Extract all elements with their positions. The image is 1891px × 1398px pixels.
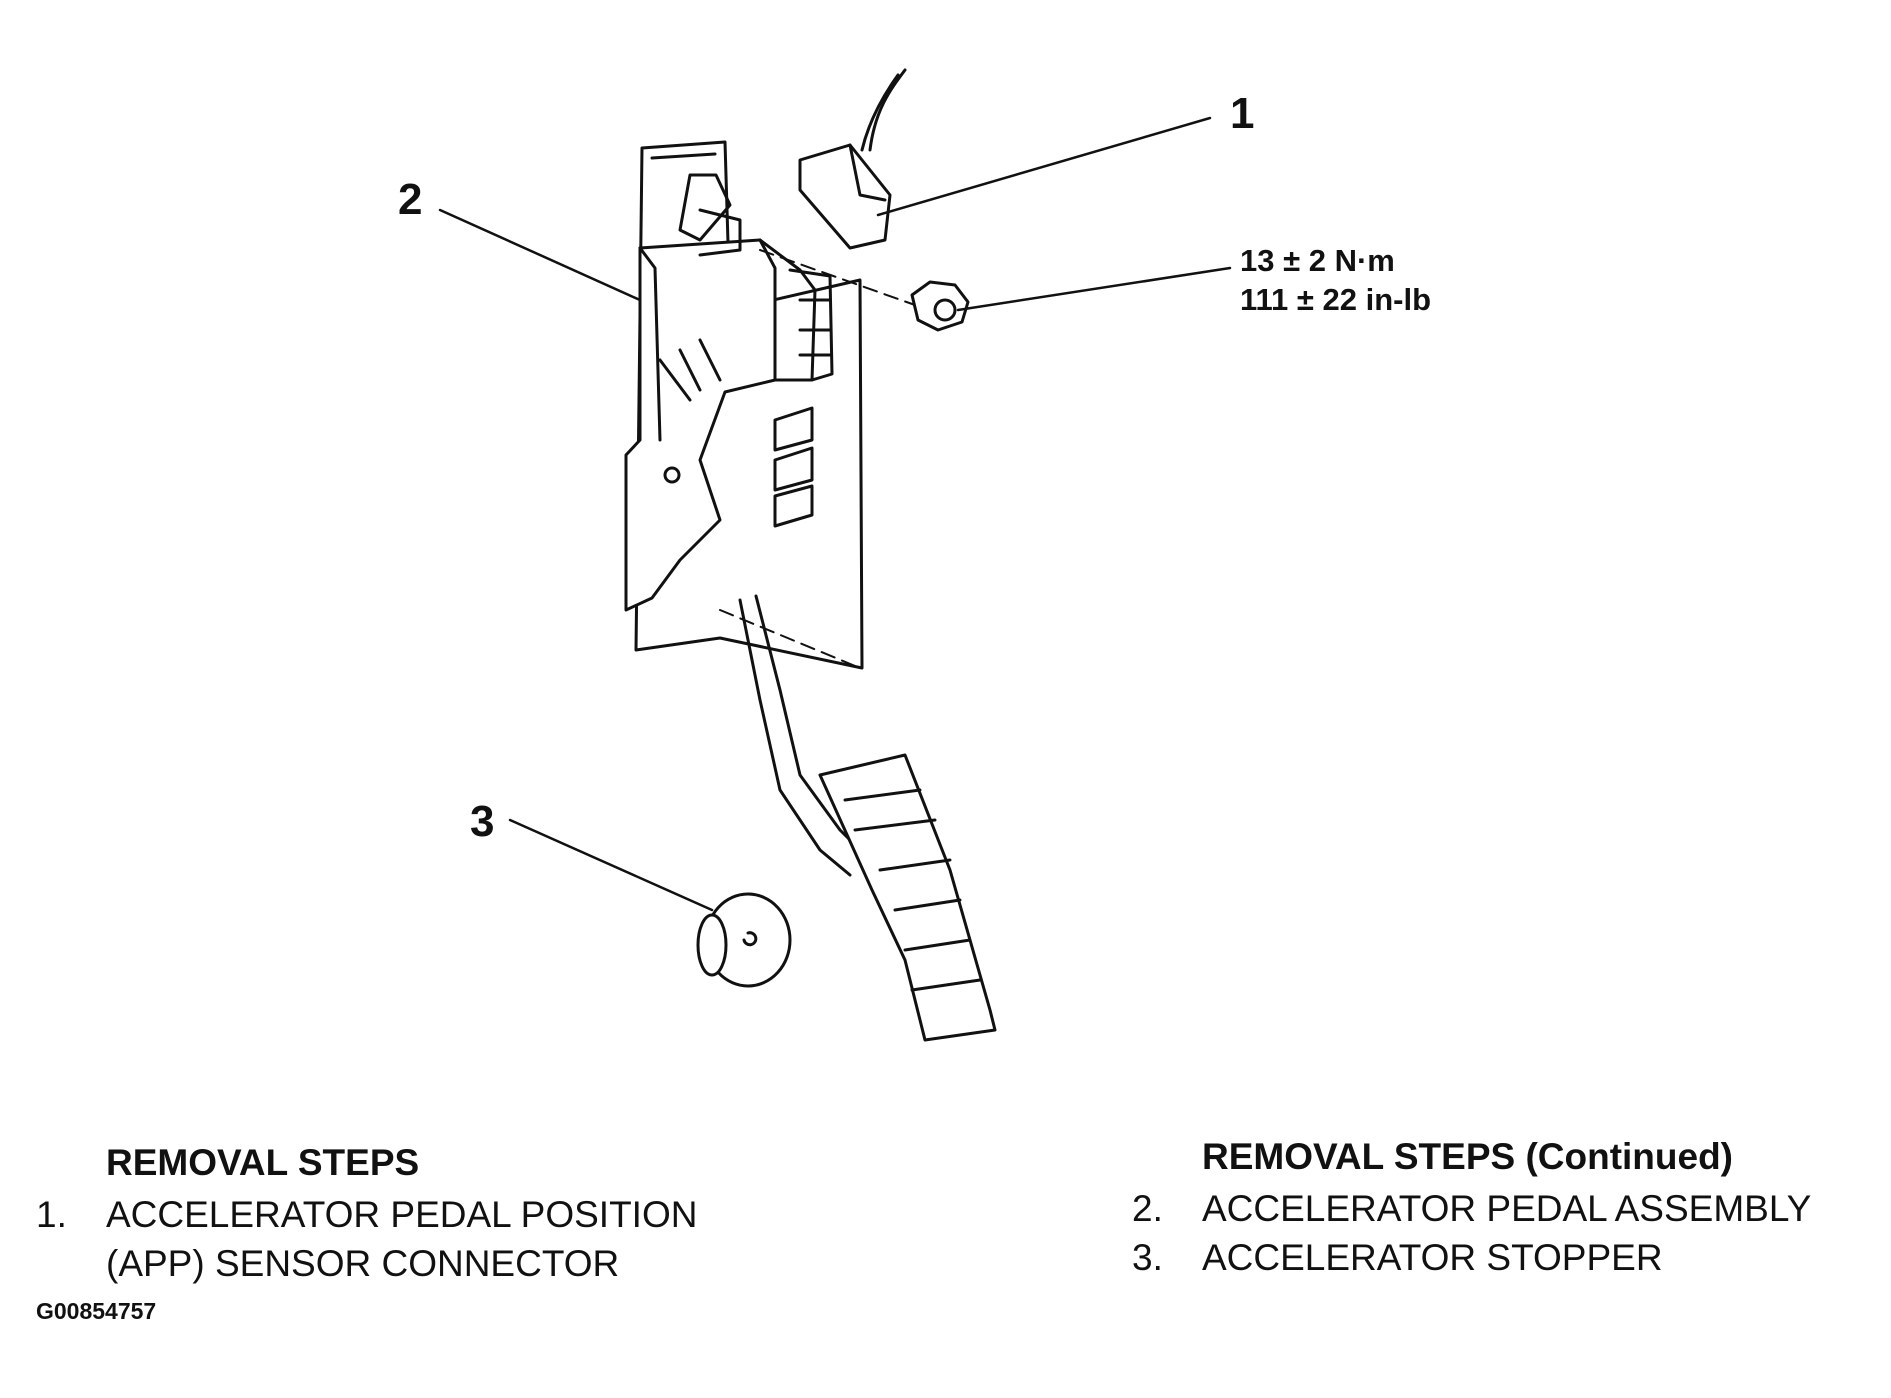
step-text: ACCELERATOR PEDAL ASSEMBLY: [1202, 1188, 1812, 1229]
list-item: 1. ACCELERATOR PEDAL POSITION (APP) SENS…: [36, 1190, 697, 1288]
pedal-assembly: [624, 173, 916, 669]
step-number: 3.: [1132, 1237, 1163, 1279]
list-item: 3. ACCELERATOR STOPPER: [1132, 1233, 1811, 1282]
mounting-nut: [910, 280, 970, 332]
app-sensor-connector: [798, 68, 907, 250]
list-item: 2. ACCELERATOR PEDAL ASSEMBLY: [1132, 1184, 1811, 1233]
step-text: ACCELERATOR STOPPER: [1202, 1237, 1663, 1279]
leader-lines: [438, 116, 1232, 912]
accelerator-stopper: [696, 892, 792, 988]
removal-steps-title: REMOVAL STEPS: [106, 1142, 420, 1183]
removal-steps-left: REMOVAL STEPS 1. ACCELERATOR PEDAL POSIT…: [36, 1142, 697, 1288]
callout-2: 2: [398, 175, 423, 224]
torque-metric: 13 ± 2 N·m: [1240, 243, 1395, 278]
torque-imperial: 111 ± 22 in-lb: [1240, 281, 1432, 317]
torque-spec: 13 ± 2 N·m 111 ± 22 in-lb: [1240, 242, 1431, 320]
step-text: ACCELERATOR PEDAL POSITION (APP) SENSOR …: [106, 1194, 698, 1285]
pedal-pad: [818, 753, 997, 1042]
step-number: 1.: [36, 1194, 67, 1235]
mounting-plate: [634, 140, 864, 670]
callout-1: 1: [1230, 89, 1255, 138]
callout-3: 3: [470, 797, 495, 846]
figure-id: G00854757: [36, 1298, 157, 1324]
removal-steps-continued-title: REMOVAL STEPS (Continued): [1202, 1136, 1734, 1177]
removal-steps-right: REMOVAL STEPS (Continued) 2. ACCELERATOR…: [1132, 1136, 1811, 1282]
step-number: 2.: [1132, 1188, 1163, 1229]
